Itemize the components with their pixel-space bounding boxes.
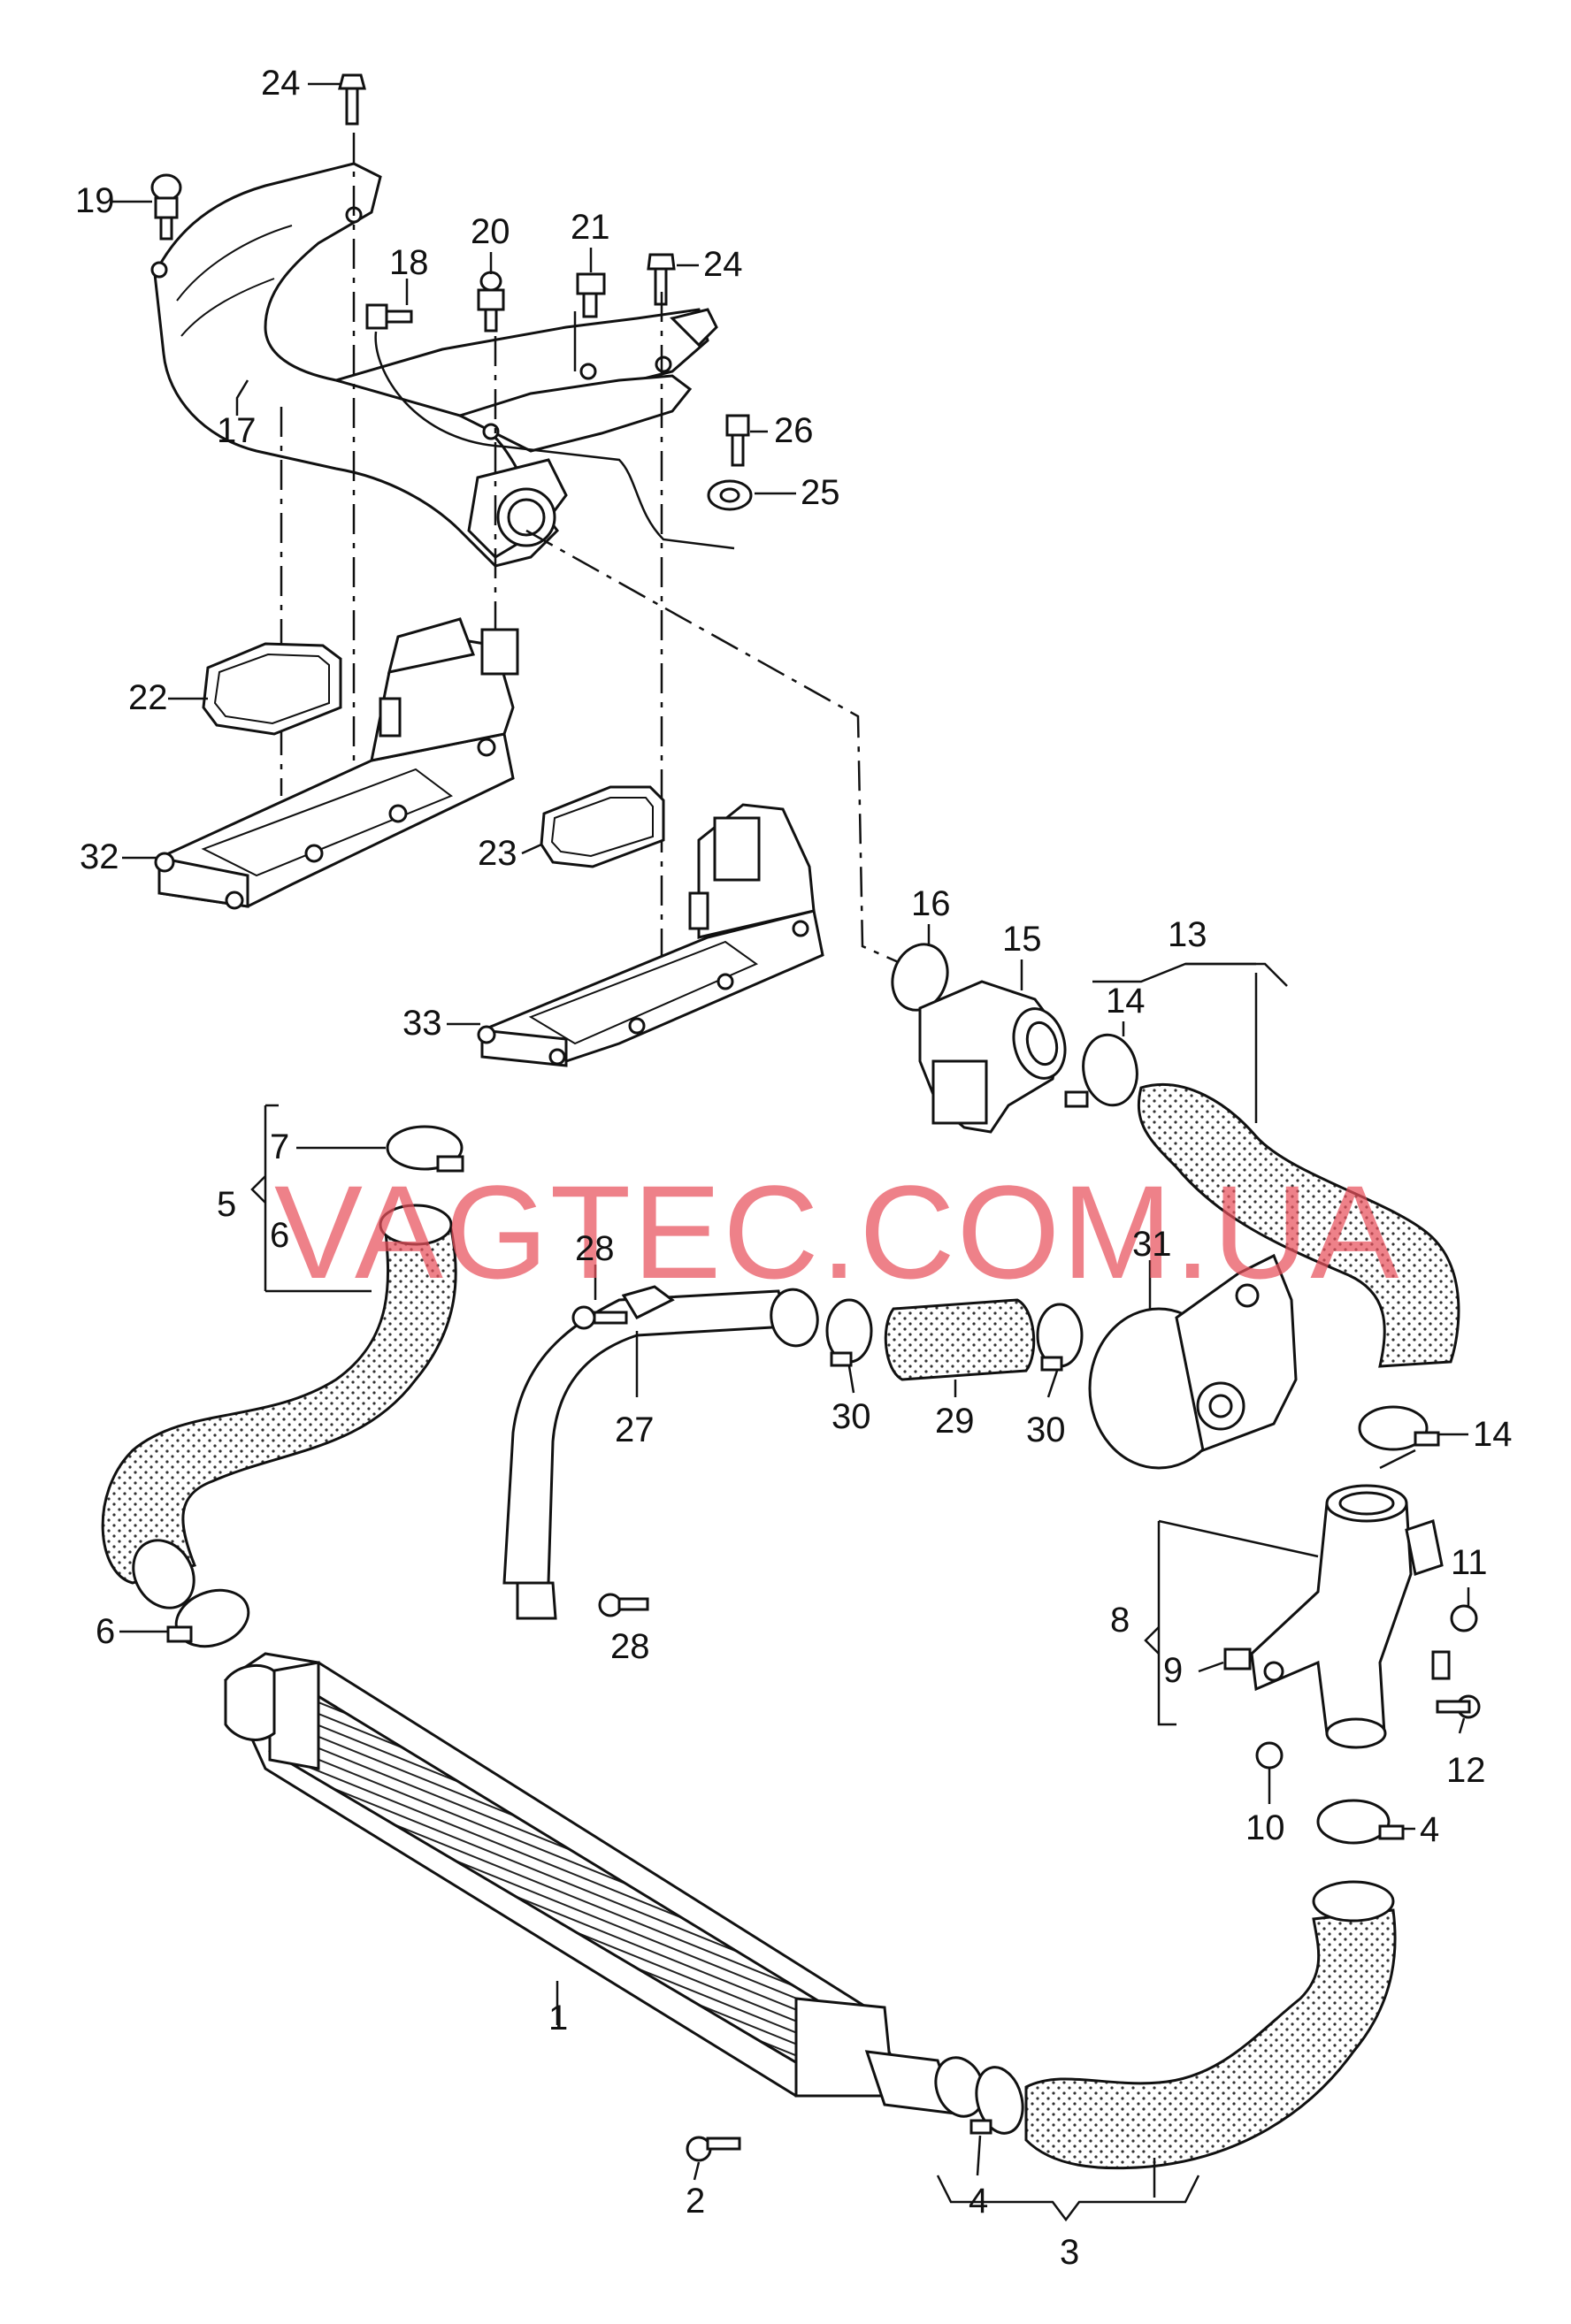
bracket-11: [1431, 1604, 1478, 1680]
callout-28-bottom: 28: [610, 1627, 650, 1666]
part-9: [1223, 1647, 1252, 1670]
bolt-24-top: [338, 73, 366, 126]
callout-9: 9: [1163, 1651, 1183, 1690]
clamp-30-left: [825, 1298, 873, 1367]
pipe-mount-8: [1250, 1484, 1444, 1749]
gasket-22: [202, 642, 342, 736]
callout-17: 17: [217, 411, 257, 450]
bolt-12: [1436, 1694, 1481, 1719]
bolt-28-bottom: [598, 1593, 649, 1617]
callout-4-right: 4: [1420, 1810, 1439, 1849]
callout-12: 12: [1446, 1751, 1486, 1790]
callout-5: 5: [217, 1185, 236, 1224]
callout-23: 23: [478, 834, 517, 873]
callout-6-bottom: 6: [96, 1612, 115, 1651]
watermark-text: VAGTEC.COM.UA: [274, 1158, 1400, 1306]
bolt-26: [725, 414, 750, 467]
clamp-14-bottom: [1358, 1405, 1440, 1451]
intercooler-1: [224, 1652, 985, 2118]
callout-33: 33: [402, 1004, 442, 1043]
callout-4-left: 4: [969, 2182, 988, 2221]
clamp-7: [386, 1125, 464, 1173]
callout-11: 11: [1451, 1543, 1488, 1582]
nut-10: [1255, 1741, 1284, 1770]
callout-27: 27: [615, 1410, 655, 1449]
o-ring-16: [891, 943, 949, 1012]
throttle-body-15: [918, 980, 1067, 1134]
callout-13: 13: [1168, 915, 1207, 954]
callout-3: 3: [1060, 2233, 1079, 2272]
callout-18: 18: [389, 243, 429, 282]
seal-25: [707, 479, 753, 511]
clamp-30-right: [1036, 1303, 1084, 1372]
manifold-lower-33: [477, 803, 824, 1067]
bolt-28-top: [571, 1305, 628, 1330]
clamp-6-lower: [166, 1588, 250, 1648]
bolt-2: [686, 2136, 741, 2162]
intake-manifold: [150, 162, 718, 568]
callout-26: 26: [774, 411, 814, 450]
stud-20: [477, 271, 505, 333]
bolt-24-right: [647, 253, 676, 306]
clamp-4-left: [969, 2066, 1024, 2135]
callout-19: 19: [75, 181, 115, 220]
callout-24-top: 24: [261, 64, 301, 103]
bolt-21: [576, 272, 606, 318]
hose-13: [1137, 1082, 1460, 1368]
callout-7: 7: [270, 1128, 289, 1166]
callout-22: 22: [128, 678, 168, 717]
callout-14-bottom: 14: [1473, 1415, 1513, 1454]
callout-24-right: 24: [703, 245, 743, 284]
callout-1: 1: [548, 1999, 568, 2037]
hose-5: [101, 1204, 457, 1609]
callout-16: 16: [911, 884, 951, 923]
clamp-4-right: [1316, 1799, 1405, 1845]
callout-10: 10: [1245, 1808, 1285, 1847]
bolt-18: [365, 303, 413, 330]
hose-3: [1024, 1880, 1397, 2170]
callout-28-top: 28: [575, 1229, 615, 1268]
callout-6-top: 6: [270, 1216, 289, 1255]
callout-30-left: 30: [831, 1397, 871, 1436]
callout-2: 2: [686, 2182, 705, 2221]
callout-21: 21: [571, 208, 610, 247]
charge-pipe-27: [502, 1285, 819, 1620]
callout-30-right: 30: [1026, 1410, 1066, 1449]
turbo-adapter-31: [1088, 1253, 1298, 1470]
gasket-23: [540, 785, 665, 868]
callout-29: 29: [935, 1402, 975, 1441]
callout-31: 31: [1132, 1225, 1172, 1264]
hose-29: [884, 1298, 1036, 1381]
callout-20: 20: [471, 212, 510, 251]
callout-8: 8: [1110, 1601, 1130, 1640]
callout-14-top: 14: [1106, 982, 1146, 1021]
callout-25: 25: [801, 473, 840, 512]
callout-15: 15: [1002, 920, 1042, 959]
stud-19: [150, 173, 182, 241]
clamp-14-top: [1064, 1033, 1138, 1108]
manifold-lower-32: [154, 617, 519, 910]
callout-32: 32: [80, 837, 119, 876]
